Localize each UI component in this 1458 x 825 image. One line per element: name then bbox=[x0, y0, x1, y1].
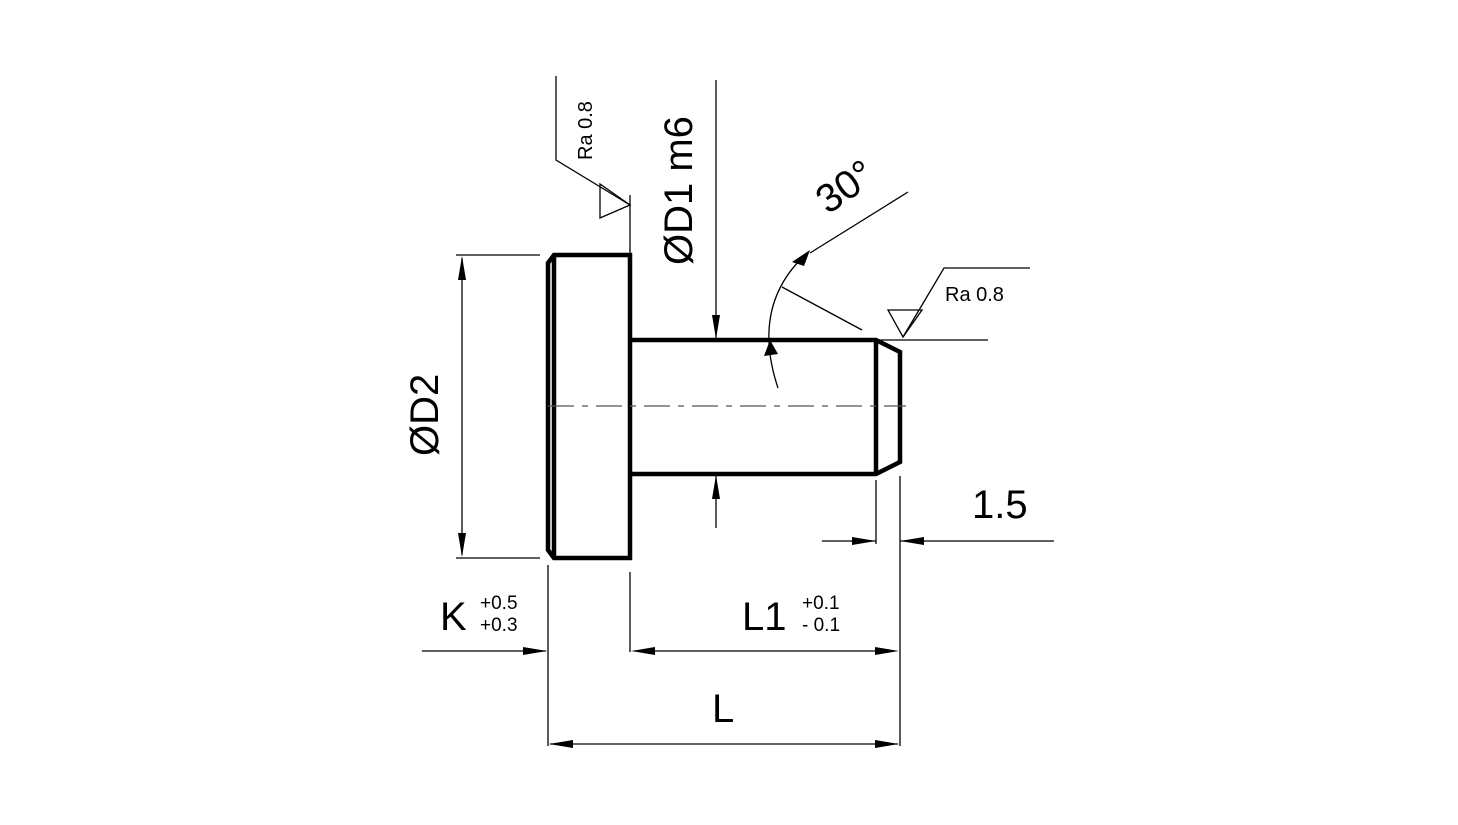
l1-dimension: L1 +0.1 - 0.1 bbox=[655, 593, 899, 655]
k-dimension: K +0.5 +0.3 bbox=[422, 565, 655, 746]
d1-dimension: ØD1 m6 bbox=[657, 80, 720, 528]
chamfer-label: 1.5 bbox=[972, 483, 1028, 527]
d2-dimension: ØD2 bbox=[403, 254, 540, 559]
d1-label: ØD1 m6 bbox=[657, 116, 701, 265]
surface-finish-right-label: Ra 0.8 bbox=[945, 284, 1004, 306]
k-tol-upper: +0.5 bbox=[480, 593, 518, 614]
chamfer-dimension: 1.5 bbox=[822, 476, 1054, 746]
k-label: K bbox=[440, 595, 467, 639]
surface-finish-right: Ra 0.8 bbox=[878, 267, 1030, 341]
d2-label: ØD2 bbox=[403, 374, 447, 456]
l-label: L bbox=[712, 687, 734, 731]
l1-label: L1 bbox=[742, 595, 787, 639]
surface-finish-top-label: Ra 0.8 bbox=[575, 101, 597, 160]
angle-label: 30° bbox=[808, 152, 883, 223]
shaft-outline bbox=[630, 337, 903, 477]
l1-tol-lower: - 0.1 bbox=[802, 615, 840, 636]
angle-dimension: 30° bbox=[764, 152, 909, 389]
k-tol-lower: +0.3 bbox=[480, 615, 518, 636]
surface-finish-top: Ra 0.8 bbox=[555, 76, 632, 255]
part-outline bbox=[545, 252, 906, 561]
l1-tol-upper: +0.1 bbox=[802, 593, 840, 614]
l-dimension: L bbox=[549, 687, 899, 748]
